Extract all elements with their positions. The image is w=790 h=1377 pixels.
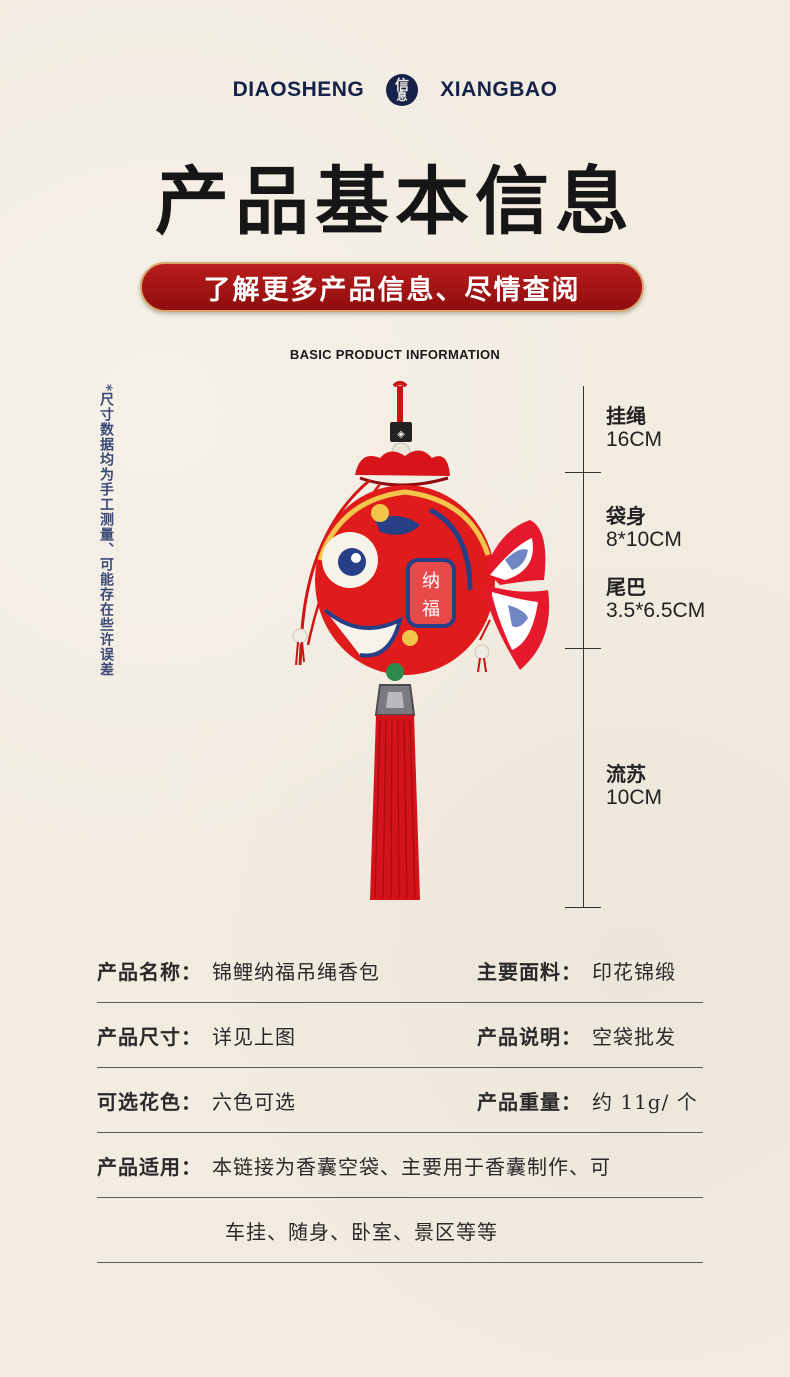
spec-value: 约 11g/ 个 (592, 1089, 698, 1114)
spec-row-usage: 产品适用： 本链接为香囊空袋、主要用于香囊制作、可 (97, 1133, 703, 1198)
brand-logo-top: 信 (395, 76, 410, 93)
page-title: 产品基本信息 (155, 159, 635, 245)
brand-left: DIAOSHENG (232, 78, 365, 101)
bag-label-char-2: 福 (422, 599, 440, 620)
spec-key: 可选花色： (97, 1089, 202, 1114)
info-banner: 了解更多产品信息、尽情查阅 (140, 262, 644, 312)
spec-key: 产品尺寸： (97, 1024, 202, 1049)
dimension-tick-2 (565, 648, 601, 649)
dimension-body-name: 袋身 (606, 504, 646, 528)
spec-value: 锦鲤纳福吊绳香包 (212, 959, 380, 984)
spec-row: 产品尺寸： 详见上图 产品说明： 空袋批发 (97, 1003, 703, 1068)
spec-row-usage-cont: 车挂、随身、卧室、景区等等 (97, 1198, 703, 1263)
spec-key: 产品重量： (477, 1089, 582, 1114)
dimension-body: 袋身 8*10CM (606, 504, 682, 552)
dimension-tick-3 (565, 907, 601, 908)
spec-row: 可选花色： 六色可选 产品重量： 约 11g/ 个 (97, 1068, 703, 1133)
dimension-tail-name: 尾巴 (606, 575, 646, 599)
measurement-note: *尺寸数据均为手工测量、可能存在些许误差 (98, 384, 114, 678)
dimension-tassel-value: 10CM (606, 786, 663, 809)
product-image: ◈ 纳 福 (292, 381, 550, 900)
usage-line-1: 本链接为香囊空袋、主要用于香囊制作、可 (212, 1154, 611, 1179)
usage-key: 产品适用： (97, 1154, 202, 1179)
spec-row: 产品名称： 锦鲤纳福吊绳香包 主要面料： 印花锦缎 (97, 938, 703, 1003)
dimension-tail-value: 3.5*6.5CM (606, 599, 706, 622)
brand-logo: 信 息 (386, 74, 419, 106)
dimension-cord-name: 挂绳 (606, 404, 646, 428)
bag-label-plate (406, 558, 456, 628)
spec-value: 详见上图 (212, 1024, 296, 1049)
svg-text:◈: ◈ (397, 429, 405, 440)
spec-value: 六色可选 (212, 1089, 296, 1114)
dimension-body-value: 8*10CM (606, 528, 682, 551)
page-subtitle: BASIC PRODUCT INFORMATION (289, 347, 501, 362)
usage-line-2: 车挂、随身、卧室、景区等等 (225, 1219, 498, 1244)
brand-right: XIANGBAO (440, 78, 558, 101)
dimension-cord-value: 16CM (606, 428, 663, 451)
dimension-tassel-name: 流苏 (606, 762, 646, 786)
dimension-cord: 挂绳 16CM (606, 404, 662, 452)
bag-label-char-1: 纳 (422, 571, 440, 592)
brand-logo-bottom: 息 (396, 90, 408, 103)
dimension-tick-1 (565, 472, 601, 473)
dimension-tail: 尾巴 3.5*6.5CM (606, 575, 705, 623)
dimension-line (583, 386, 584, 908)
dimension-tassel: 流苏 10CM (606, 762, 662, 810)
cord-bead-black (390, 422, 412, 442)
spec-key: 产品名称： (97, 959, 202, 984)
spec-value: 印花锦缎 (592, 959, 676, 984)
spec-key: 产品说明： (477, 1024, 582, 1049)
spec-value: 空袋批发 (592, 1024, 676, 1049)
brand-header: DIAOSHENG 信 息 XIANGBAO (0, 74, 790, 106)
spec-table: 产品名称： 锦鲤纳福吊绳香包 主要面料： 印花锦缎 产品尺寸： 详见上图 产品说… (97, 938, 703, 1263)
spec-key: 主要面料： (477, 959, 582, 984)
